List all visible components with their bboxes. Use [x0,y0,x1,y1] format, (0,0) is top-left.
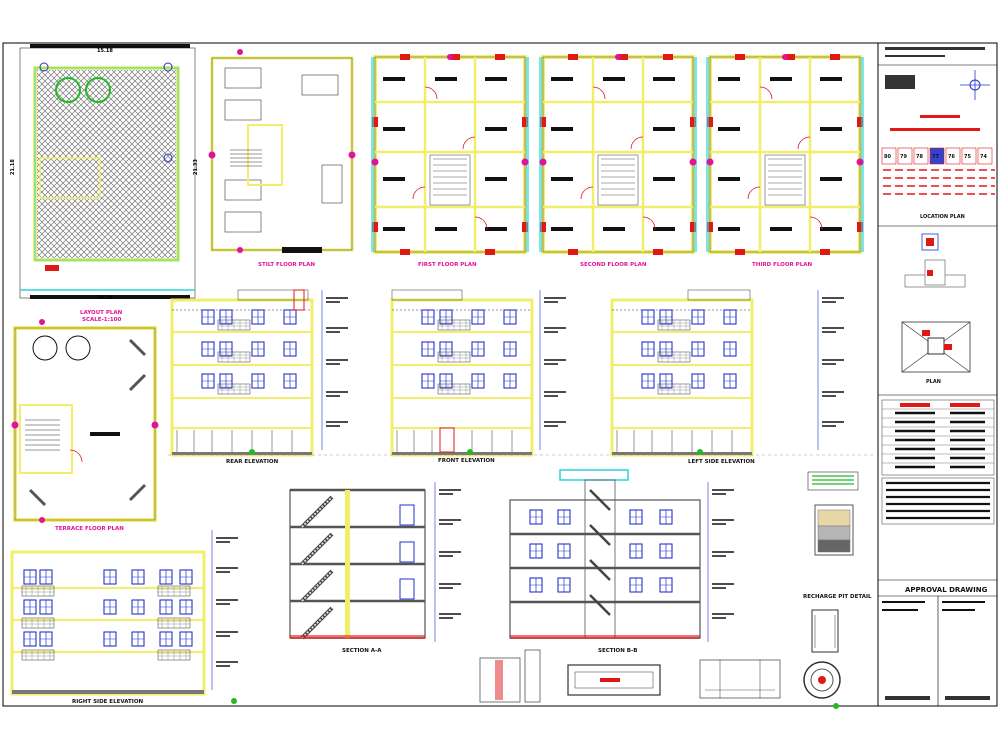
tank-outline-1 [55,77,81,103]
foundation-details [479,649,781,703]
right-elevation-label: RIGHT SIDE ELEVATION [72,699,144,705]
left-side-elevation: LEFT SIDE ELEVATION [612,289,845,465]
second-floor-label: SECOND FLOOR PLAN [580,262,647,268]
section-a-a: SECTION A-A [289,481,462,654]
section-b-b: SECTION B-B [509,469,735,654]
front-elevation-label: FRONT ELEVATION [438,458,495,464]
svg-text:80: 80 [884,154,891,160]
terrace-floor-plan: TERRACE FLOOR PLAN [11,319,159,532]
depth-dim-left: 21.18 [10,159,16,175]
first-floor-label: FIRST FLOOR PLAN [418,262,477,268]
third-floor-plan: THIRD FLOOR PLAN [704,52,866,268]
footing-plan-label: PLAN [926,379,941,385]
site-location-plots: 80 79 78 77 76 75 74 [881,147,995,195]
depth-dim-right: 21.33 [193,159,199,175]
stilt-floor-label: STILT FLOOR PLAN [258,262,315,268]
svg-text:77: 77 [932,154,939,160]
recharge-pit-label: RECHARGE PIT DETAIL [803,594,872,600]
left-elevation-label: LEFT SIDE ELEVATION [688,459,755,465]
tank-outline-2 [85,77,111,103]
ground-markers [231,449,839,709]
svg-text:76: 76 [948,154,955,160]
sheet-border [2,42,998,707]
recharge-pit-detail: RECHARGE PIT DETAIL [803,471,872,699]
width-dim-bottom: 15.18 [97,295,113,301]
stilt-floor-plan: STILT FLOOR PLAN [208,49,356,268]
location-plan-label: LOCATION PLAN [920,214,965,220]
layout-plan-label: LAYOUT PLAN [80,310,123,316]
terrace-floor-label: TERRACE FLOOR PLAN [55,526,124,532]
area-statement-table [881,399,995,525]
section-bb-label: SECTION B-B [598,648,637,654]
width-dim-top: 15.18 [97,48,113,54]
svg-text:79: 79 [900,154,907,160]
layout-plan: 15.18 15.18 21.18 21.33 LAYOUT PLAN SCAL… [10,44,199,323]
north-arrow-icon [969,79,981,91]
svg-text:75: 75 [964,154,971,160]
second-floor-plan: SECOND FLOOR PLAN [537,52,699,268]
svg-text:74: 74 [980,154,987,160]
first-floor-plan: FIRST FLOOR PLAN [369,52,531,268]
third-floor-label: THIRD FLOOR PLAN [752,262,812,268]
layout-plan-scale: SCALE-1:100 [82,317,121,323]
section-aa-label: SECTION A-A [342,648,382,654]
rear-elevation-label: REAR ELEVATION [226,459,279,465]
rear-elevation: REAR ELEVATION [172,289,349,465]
svg-text:78: 78 [916,154,923,160]
approval-drawing-label: APPROVAL DRAWING [905,586,988,594]
right-side-elevation: RIGHT SIDE ELEVATION [10,529,239,705]
title-block: 80 79 78 77 76 75 74 LOCATION PLAN PLAN [877,43,997,706]
front-elevation: FRONT ELEVATION [392,289,567,464]
